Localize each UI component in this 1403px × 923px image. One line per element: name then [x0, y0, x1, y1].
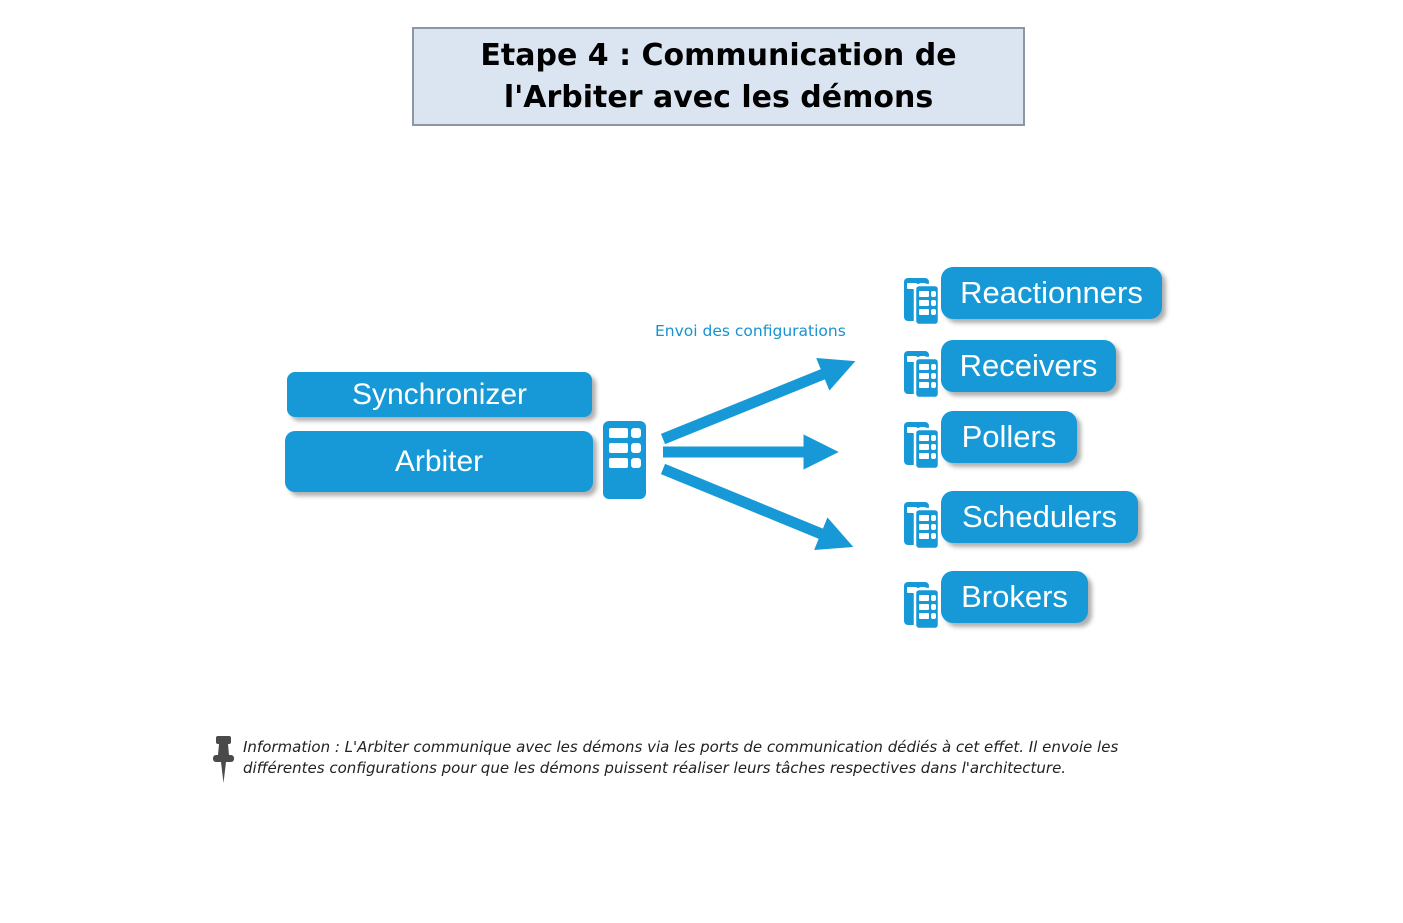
- synchronizer-label: Synchronizer: [351, 377, 528, 411]
- title-box: Etape 4 : Communication de l'Arbiter ave…: [412, 27, 1025, 126]
- push-pin-icon: [210, 736, 237, 786]
- title-line-2: l'Arbiter avec les démons: [503, 79, 934, 115]
- pollers-node: Pollers: [941, 411, 1077, 463]
- receivers-node: Receivers: [941, 340, 1116, 392]
- arbiter-label: Arbiter: [394, 444, 484, 478]
- server-copy-icon: [903, 350, 940, 400]
- server-copy-icon: [903, 581, 940, 631]
- schedulers-node: Schedulers: [941, 491, 1138, 543]
- synchronizer-node: Synchronizer: [287, 372, 592, 417]
- brokers-node: Brokers: [941, 571, 1088, 623]
- arrow-label: Envoi des configurations: [655, 322, 846, 340]
- info-note: Information : L'Arbiter communique avec …: [243, 738, 1119, 777]
- server-copy-icon: [903, 501, 940, 551]
- title-line-1: Etape 4 : Communication de: [480, 37, 957, 73]
- arbiter-node: Arbiter: [285, 431, 593, 492]
- server-copy-icon: [903, 421, 940, 471]
- server-tower-icon: [603, 421, 646, 499]
- reactionners-node: Reactionners: [941, 267, 1162, 319]
- server-copy-icon: [903, 277, 940, 327]
